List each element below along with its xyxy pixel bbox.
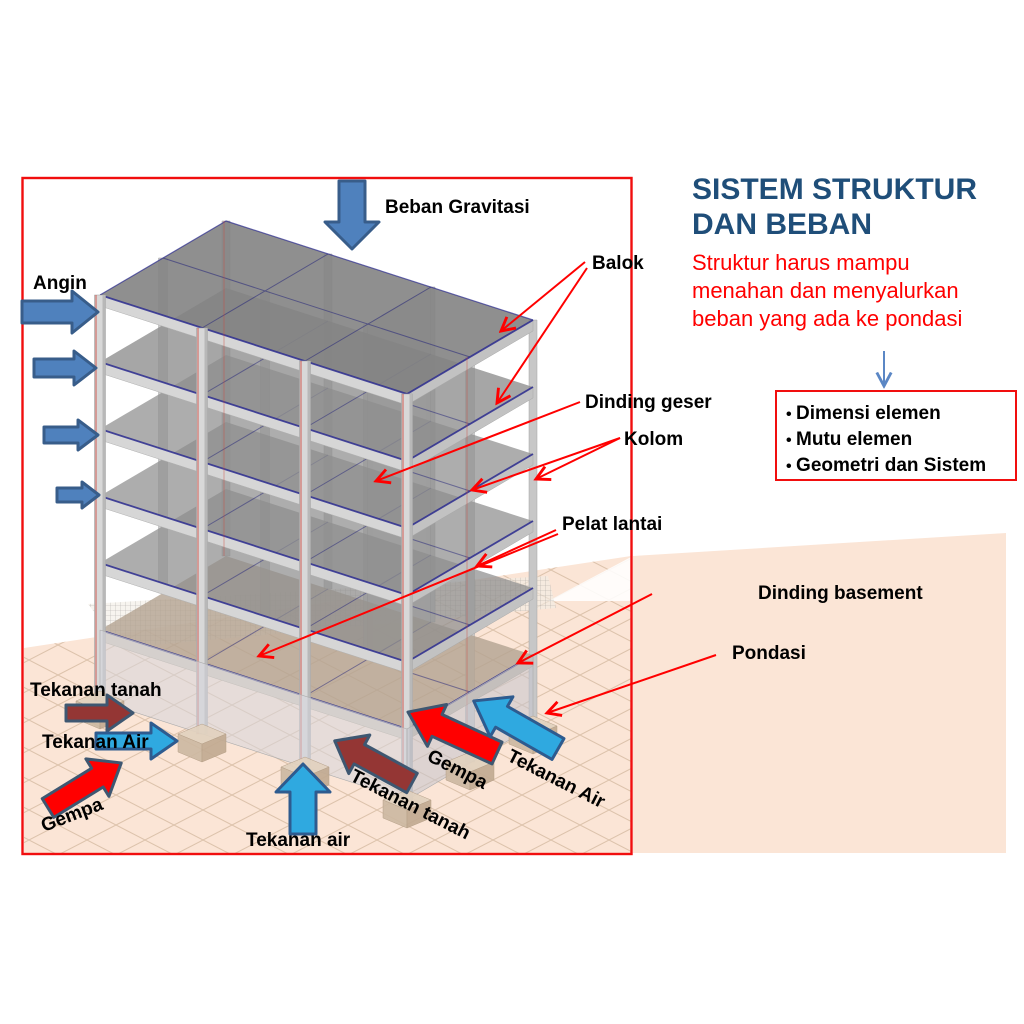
soil-pressure-left-arrow bbox=[64, 693, 135, 733]
basement-wall-label: Dinding basement bbox=[758, 583, 923, 604]
page-title-line2: DAN BEBAN bbox=[692, 208, 872, 241]
gravity-arrow bbox=[323, 179, 381, 251]
basement-wall-pointer bbox=[518, 593, 653, 663]
water-pressure-left-label: Tekanan Air bbox=[42, 732, 149, 753]
beam-pointer-1 bbox=[501, 261, 586, 331]
wind-arrow-1 bbox=[20, 289, 100, 335]
shear-wall-pointer bbox=[376, 401, 581, 481]
water-pressure-bottom-arrow bbox=[274, 762, 332, 836]
foundation-pointer bbox=[547, 654, 717, 713]
soil-pressure-left-label: Tekanan tanah bbox=[30, 680, 162, 701]
floor-slab-label: Pelat lantai bbox=[562, 514, 662, 535]
annotation-lines bbox=[259, 261, 717, 713]
floor-slab-pointer-2 bbox=[259, 533, 559, 656]
load-arrows bbox=[20, 179, 566, 836]
bullet-geometri-sistem: Geometri dan Sistem bbox=[786, 453, 1015, 479]
page-title-line1: SISTEM STRUKTUR bbox=[692, 173, 977, 206]
column-pointer-2 bbox=[536, 437, 621, 479]
wind-arrow-3 bbox=[42, 418, 100, 452]
quake-left-arrow bbox=[40, 757, 123, 819]
page-subtitle: Struktur harus mampu menahan dan menyalu… bbox=[692, 249, 1022, 333]
ground-white-wedge bbox=[548, 557, 631, 601]
shear-wall-label: Dinding geser bbox=[585, 392, 712, 413]
ground-plane-outside bbox=[633, 533, 1006, 853]
wind-arrow-4 bbox=[55, 480, 101, 510]
column-pointer-1 bbox=[472, 437, 621, 490]
soil-pressure-bottom-arrow bbox=[333, 733, 419, 795]
subtitle-line2: menahan dan menyalurkan bbox=[692, 278, 959, 303]
subtitle-line3: beban yang ada ke pondasi bbox=[692, 306, 963, 331]
bullet-dimensi-elemen: Dimensi elemen bbox=[786, 401, 1015, 427]
column-label: Kolom bbox=[624, 429, 683, 450]
wind-arrow-2 bbox=[32, 349, 98, 387]
water-pressure-right-arrow bbox=[472, 695, 566, 761]
design-factors-box: Dimensi elemen Mutu elemen Geometri dan … bbox=[775, 390, 1017, 481]
roof-slab bbox=[99, 220, 534, 406]
quake-bottom-arrow bbox=[406, 703, 504, 766]
foundation-label: Pondasi bbox=[732, 643, 806, 664]
subtitle-line1: Struktur harus mampu bbox=[692, 250, 910, 275]
floor-slab-pointer-1 bbox=[477, 529, 557, 566]
beam-pointer-2 bbox=[497, 267, 588, 403]
water-pressure-left-arrow bbox=[94, 721, 179, 761]
gravity-label: Beban Gravitasi bbox=[385, 197, 530, 218]
beam-label: Balok bbox=[592, 253, 644, 274]
wind-label: Angin bbox=[33, 273, 87, 294]
front-columns bbox=[94, 221, 468, 801]
diagram-border bbox=[21, 176, 633, 856]
page-title: SISTEM STRUKTUR DAN BEBAN bbox=[692, 172, 1022, 242]
water-pressure-bottom-label: Tekanan air bbox=[246, 830, 351, 851]
bullet-mutu-elemen: Mutu elemen bbox=[786, 427, 1015, 453]
